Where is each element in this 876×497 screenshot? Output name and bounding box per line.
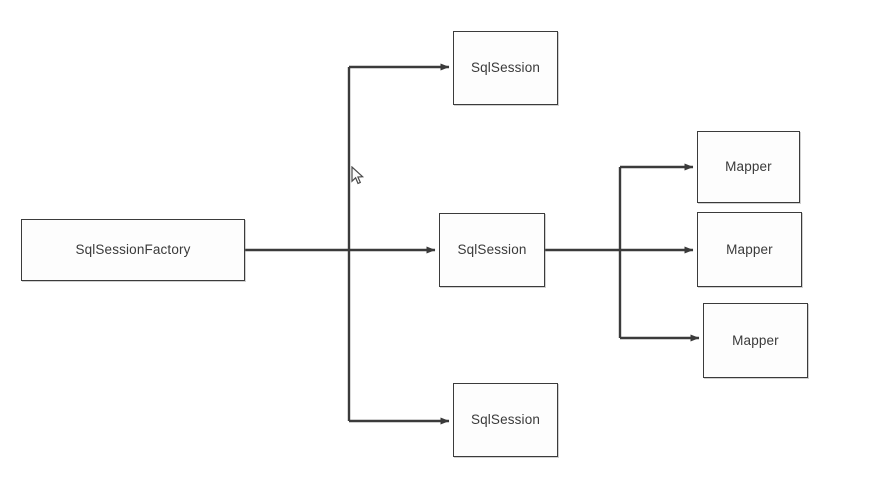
- node-sqlsession-2[interactable]: SqlSession: [439, 213, 545, 287]
- node-label: Mapper: [726, 241, 773, 257]
- node-label: SqlSessionFactory: [75, 242, 191, 258]
- node-mapper-2[interactable]: Mapper: [697, 212, 802, 287]
- node-label: Mapper: [725, 159, 772, 175]
- node-label: SqlSession: [470, 412, 541, 428]
- node-label: Mapper: [732, 332, 779, 348]
- node-sqlsession-1[interactable]: SqlSession: [453, 31, 558, 105]
- node-sqlsession-3[interactable]: SqlSession: [453, 383, 558, 457]
- node-label: SqlSession: [470, 60, 541, 76]
- node-mapper-1[interactable]: Mapper: [697, 131, 800, 203]
- mouse-cursor-icon: [351, 166, 365, 185]
- node-label: SqlSession: [457, 242, 527, 258]
- node-mapper-3[interactable]: Mapper: [703, 303, 808, 378]
- node-sqlsessionfactory[interactable]: SqlSessionFactory: [21, 219, 245, 281]
